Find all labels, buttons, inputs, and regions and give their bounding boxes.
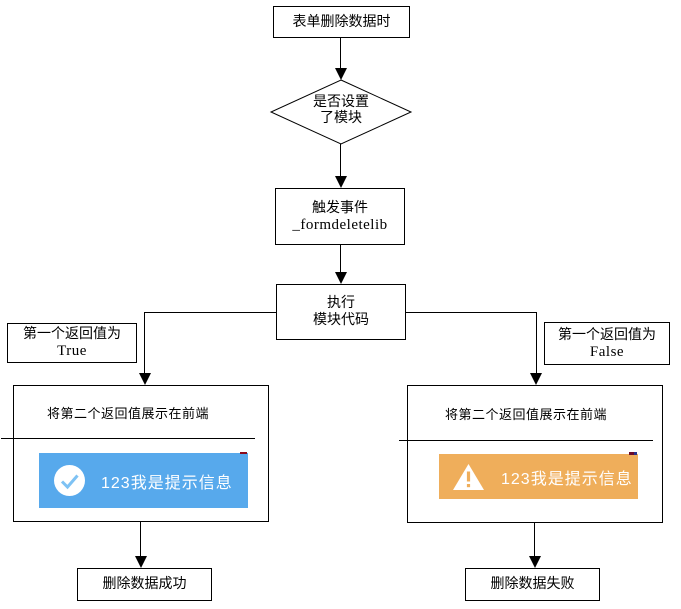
display-success-title: 将第二个返回值展示在前端 — [1, 386, 255, 439]
node-decision-label: 是否设置 了模块 — [313, 95, 369, 126]
connector-execute-left-v — [144, 312, 145, 373]
node-display-success: 将第二个返回值展示在前端 123我是提示信息 — [1, 385, 269, 522]
node-execute-line2: 模块代码 — [313, 313, 369, 328]
node-execute-module: 执行 模块代码 — [276, 284, 406, 340]
node-end-success: 删除数据成功 — [77, 568, 212, 601]
toast-warning-text: 123我是提示信息 — [501, 470, 633, 488]
arrowhead-icon — [135, 556, 147, 568]
connector-start-decision — [340, 38, 341, 69]
node-execute-line1: 执行 — [327, 296, 355, 311]
branch-true-line2: True — [57, 343, 87, 359]
branch-true-line1: 第一个返回值为 — [23, 327, 121, 342]
node-trigger-line2: _formdeletelib — [292, 216, 388, 233]
connector-execute-right-v — [536, 312, 537, 373]
node-start: 表单删除数据时 — [273, 6, 410, 38]
end-success-label: 删除数据成功 — [102, 577, 187, 592]
screenshot-artifact-mark — [240, 452, 247, 454]
node-display-failure: 将第二个返回值展示在前端 123我是提示信息 — [399, 385, 663, 523]
screenshot-artifact-mark — [634, 452, 637, 455]
branch-false-line2: False — [589, 343, 625, 360]
node-end-failure: 删除数据失败 — [465, 568, 600, 601]
connector-execute-right-h — [406, 312, 537, 313]
diamond-shape — [269, 79, 413, 145]
connector-right-end — [534, 523, 535, 556]
end-failure-label: 删除数据失败 — [490, 577, 575, 592]
arrowhead-icon — [335, 272, 347, 284]
arrowhead-icon — [335, 176, 347, 188]
display-failure-title: 将第二个返回值展示在前端 — [399, 386, 653, 441]
arrowhead-icon — [529, 556, 541, 568]
toast-warning: 123我是提示信息 — [439, 454, 638, 499]
connector-left-end — [140, 522, 141, 556]
node-decision — [268, 77, 414, 147]
warning-triangle-icon — [453, 463, 484, 490]
check-circle-icon — [54, 465, 85, 496]
toast-success: 123我是提示信息 — [39, 453, 248, 508]
connector-trigger-execute — [340, 245, 341, 272]
branch-false-line1: 第一个返回值为 — [558, 327, 656, 343]
node-branch-false: 第一个返回值为 False — [544, 322, 670, 365]
connector-decision-trigger — [340, 144, 341, 176]
arrowhead-icon — [335, 68, 347, 80]
screenshot-artifact-mark — [629, 452, 634, 455]
node-branch-true: 第一个返回值为 True — [7, 323, 137, 363]
node-trigger-event: 触发事件 _formdeletelib — [275, 188, 405, 245]
arrowhead-icon — [530, 373, 542, 385]
node-trigger-line1: 触发事件 — [312, 200, 368, 216]
connector-execute-left-h — [145, 312, 276, 313]
node-start-label: 表单删除数据时 — [292, 14, 391, 30]
toast-success-text: 123我是提示信息 — [101, 474, 233, 492]
arrowhead-icon — [139, 373, 151, 385]
